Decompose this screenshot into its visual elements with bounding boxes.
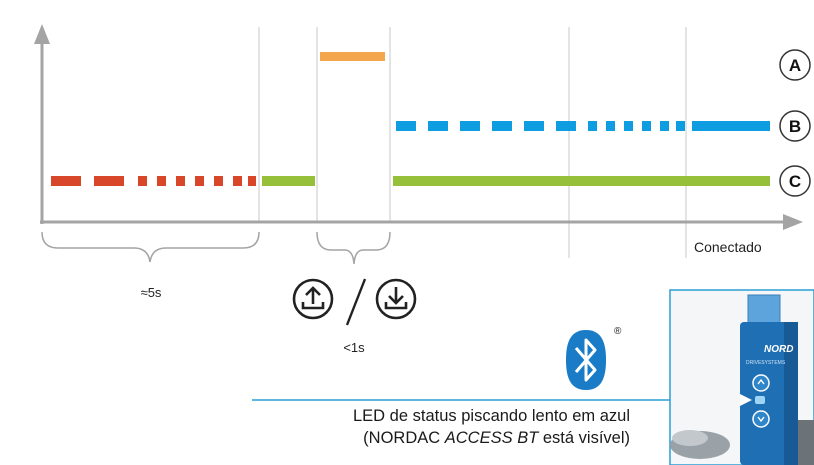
brace-long	[41, 231, 260, 263]
caption-line-2-prefix: (NORDAC	[363, 429, 445, 447]
bluetooth-rune	[574, 338, 597, 382]
blue-dash	[524, 121, 544, 131]
device-body	[740, 322, 798, 465]
signal-red	[51, 176, 256, 186]
duration-short-label: <1s	[343, 340, 365, 355]
device-upload-button-arrow	[757, 378, 765, 385]
brace-short	[316, 231, 391, 265]
device-photo: NORD DRIVESYSTEMS	[669, 289, 814, 465]
red-dot	[157, 176, 166, 186]
download-tray	[384, 302, 408, 310]
device-background-part	[795, 420, 814, 465]
bluetooth-icon	[566, 330, 606, 390]
blue-dot	[660, 121, 669, 131]
led-pointer-arrow	[740, 394, 752, 406]
blue-dash	[460, 121, 480, 131]
red-dot	[233, 176, 242, 186]
device-body-shade	[784, 322, 798, 465]
device-connector	[747, 294, 781, 326]
badge-c: C	[779, 165, 811, 197]
green-segment-short	[262, 176, 315, 186]
device-model: DRIVESYSTEMS	[746, 360, 786, 366]
registered-mark: ®	[614, 326, 622, 337]
blue-dot	[588, 121, 597, 131]
red-dot	[176, 176, 185, 186]
caption-line-2: (NORDAC ACCESS BT está visível)	[230, 428, 630, 448]
device-download-button	[752, 410, 770, 428]
download-circle-icon	[375, 278, 417, 320]
badge-c-label: C	[789, 172, 801, 191]
badge-b-label: B	[789, 117, 801, 136]
x-axis-arrowhead	[783, 214, 803, 230]
device-upload-button	[752, 374, 770, 392]
signal-blue	[396, 121, 770, 131]
upload-circle-icon	[292, 278, 334, 320]
caption-product-name: ACCESS BT	[444, 429, 539, 447]
green-segment-long	[393, 176, 770, 186]
red-dash	[51, 176, 81, 186]
upload-tray	[301, 302, 325, 310]
signal-green	[262, 176, 770, 186]
red-dot	[214, 176, 223, 186]
device-background-part	[672, 430, 708, 446]
caption-line-1: LED de status piscando lento em azul	[353, 407, 630, 425]
blue-dash	[556, 121, 576, 131]
gridlines	[258, 27, 687, 258]
blue-dash	[396, 121, 416, 131]
slash-separator	[345, 278, 367, 326]
blue-dot	[624, 121, 633, 131]
badge-b-circle	[779, 110, 811, 142]
axes	[34, 24, 803, 230]
red-dot	[195, 176, 204, 186]
badge-a-circle	[779, 49, 811, 81]
blue-dot	[606, 121, 615, 131]
duration-approx-label: ≈5s	[141, 285, 162, 300]
red-dot	[138, 176, 147, 186]
blue-dot	[676, 121, 685, 131]
connected-label: Conectado	[694, 239, 762, 255]
blue-dash	[428, 121, 448, 131]
y-axis-arrowhead	[34, 24, 50, 44]
badge-b: B	[779, 110, 811, 142]
upload-arrow-head	[305, 286, 321, 296]
badge-a-label: A	[789, 56, 801, 75]
device-brand: NORD	[764, 344, 793, 355]
device-download-button-arrow	[757, 416, 765, 423]
blue-dash	[492, 121, 512, 131]
caption-line-2-suffix: está visível)	[538, 429, 630, 447]
blue-dot	[642, 121, 651, 131]
signal-orange	[320, 52, 385, 61]
badge-a: A	[779, 49, 811, 81]
download-arrow-head	[388, 295, 404, 305]
red-dash	[94, 176, 124, 186]
badge-c-circle	[779, 165, 811, 197]
blue-solid	[692, 121, 770, 131]
device-status-led	[755, 396, 765, 404]
red-dot	[248, 176, 256, 186]
